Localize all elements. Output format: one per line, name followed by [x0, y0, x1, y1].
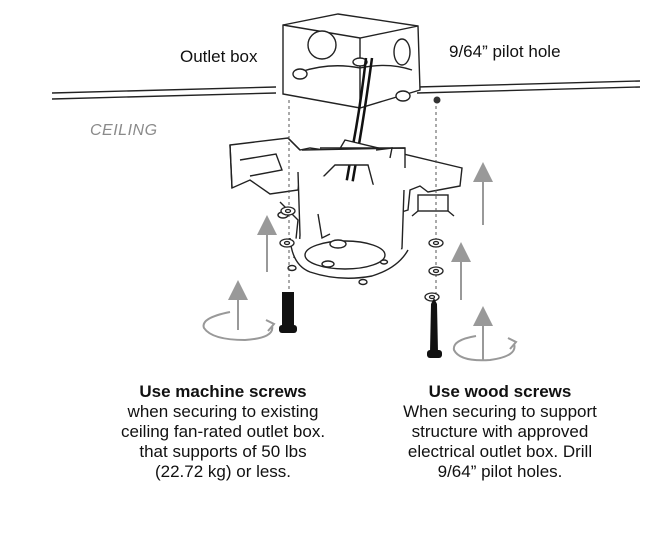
caption-line: structure with approved [411, 422, 589, 441]
caption-line: When securing to support [403, 402, 597, 421]
rotate-arrows [202, 311, 518, 362]
pilot-hole [433, 96, 441, 104]
outlet-box-label: Outlet box [180, 47, 258, 66]
ceiling-label: CEILING [90, 122, 158, 139]
alignment-lines [288, 100, 437, 310]
machine-screw [279, 292, 297, 333]
rotate-icon [202, 311, 274, 342]
caption-heading: Use wood screws [428, 382, 572, 401]
wood-screw [427, 298, 442, 358]
rotate-icon [452, 335, 516, 362]
caption-line: ceiling fan-rated outlet box. [120, 422, 326, 441]
caption-line: when securing to existing [127, 402, 319, 421]
caption-line: electrical outlet box. Drill [407, 442, 593, 461]
caption-heading: Use machine screws [139, 382, 307, 401]
up-arrows [228, 162, 493, 360]
wood-screw-caption: Use wood screws When securing to support… [372, 382, 628, 482]
canopy-housing [287, 171, 409, 286]
caption-line: (22.72 kg) or less. [154, 462, 292, 481]
ceiling-line [51, 80, 641, 100]
outlet-box [282, 13, 421, 109]
caption-line: that supports of 50 lbs [139, 442, 307, 461]
pilot-hole-label: 9/64” pilot hole [449, 42, 561, 61]
machine-screw-caption: Use machine screws when securing to exis… [92, 382, 354, 482]
washers [279, 206, 444, 302]
caption-line: 9/64” pilot holes. [437, 462, 563, 481]
